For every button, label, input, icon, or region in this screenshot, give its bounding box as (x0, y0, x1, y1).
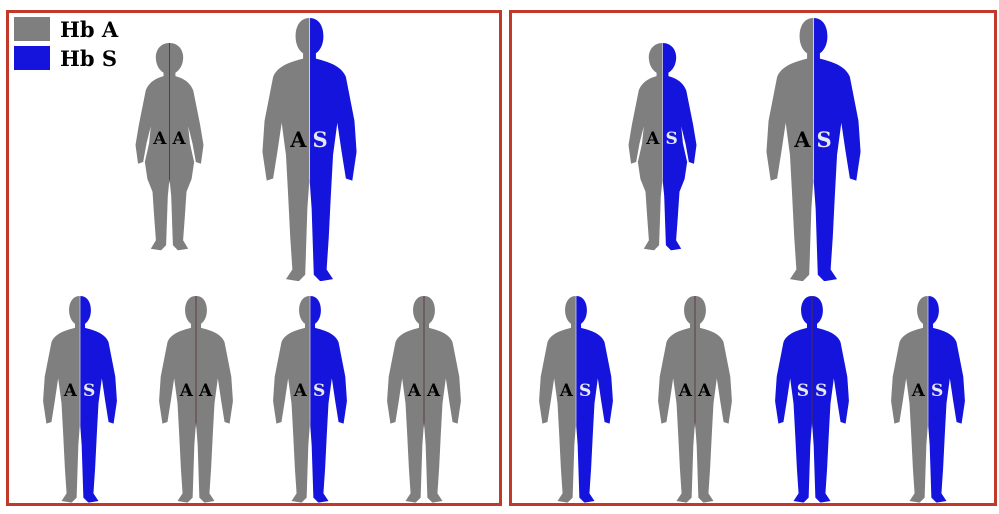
right-allele-label: S (83, 383, 95, 400)
hb-s-swatch (14, 46, 50, 70)
right-allele-label: S (313, 383, 325, 400)
person-silhouette-icon (382, 296, 466, 503)
person-silhouette-icon (653, 296, 737, 503)
right-allele-label: A (173, 131, 186, 148)
person-silhouette-icon (38, 296, 122, 503)
right-allele-label: S (931, 383, 943, 400)
legend-item-hb-s: Hb S (14, 45, 118, 71)
legend: Hb A Hb S (14, 16, 118, 74)
left-allele-label: A (794, 129, 810, 150)
left-allele-label: A (64, 383, 77, 400)
person-silhouette-icon (886, 296, 970, 503)
left-allele-label: A (646, 131, 659, 148)
left-allele-label: A (290, 129, 306, 150)
right-allele-label: A (427, 383, 440, 400)
person-silhouette-icon (268, 296, 352, 503)
right-allele-label: A (199, 383, 212, 400)
person-silhouette-icon (154, 296, 238, 503)
legend-label-hb-a: Hb A (60, 17, 118, 42)
left-allele-label: A (180, 383, 193, 400)
left-allele-label: A (294, 383, 307, 400)
left-allele-label: A (560, 383, 573, 400)
left-allele-label: A (679, 383, 692, 400)
left-allele-label: A (153, 131, 166, 148)
person-silhouette-icon (620, 43, 705, 252)
legend-label-hb-s: Hb S (60, 46, 117, 71)
left-allele-label: A (912, 383, 925, 400)
right-allele-label: S (666, 131, 678, 148)
right-allele-label: S (815, 383, 827, 400)
left-allele-label: S (797, 383, 809, 400)
person-silhouette-icon (256, 18, 363, 281)
right-allele-label: S (313, 129, 328, 150)
hb-a-swatch (14, 17, 50, 41)
legend-item-hb-a: Hb A (14, 16, 118, 42)
left-allele-label: A (408, 383, 421, 400)
right-allele-label: A (698, 383, 711, 400)
right-allele-label: S (817, 129, 832, 150)
right-allele-label: S (579, 383, 591, 400)
person-silhouette-icon (760, 18, 867, 281)
person-silhouette-icon (127, 43, 212, 252)
person-silhouette-icon (770, 296, 854, 503)
person-silhouette-icon (534, 296, 618, 503)
